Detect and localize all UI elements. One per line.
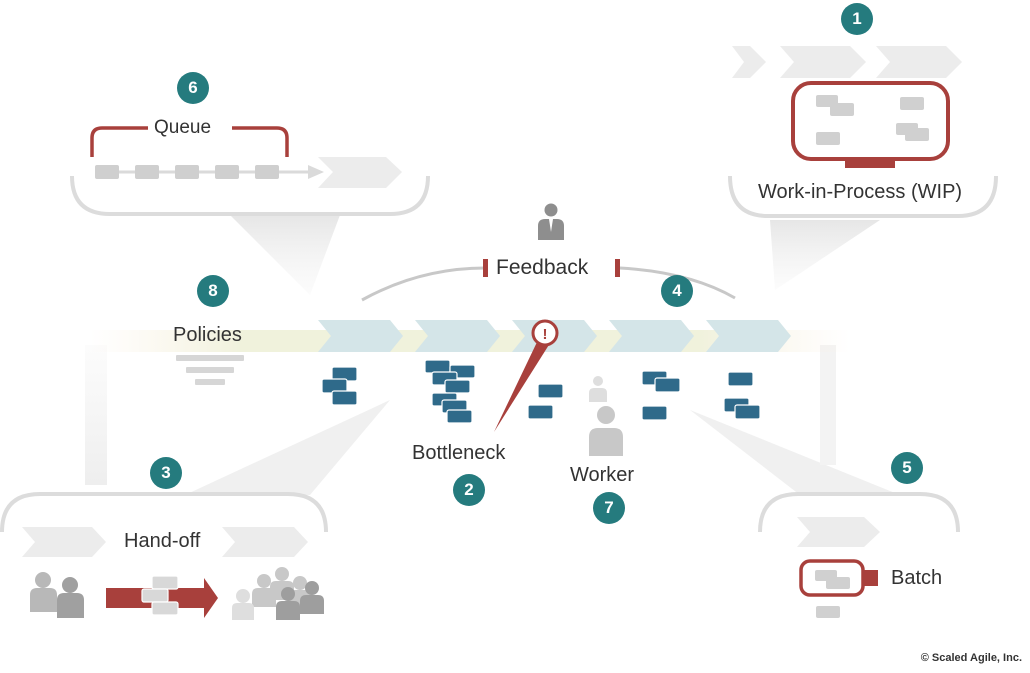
person-icon: [30, 572, 57, 612]
queue-callout: [70, 126, 430, 216]
queue-label: Queue: [154, 117, 212, 138]
arrow-icon: [308, 165, 324, 179]
handoff-label: Hand-off: [124, 530, 201, 552]
chevron-icon: [780, 46, 866, 78]
badge-wip: 1: [841, 3, 873, 35]
person-icon: [300, 581, 324, 614]
chevron-icon: [706, 320, 791, 352]
handoff-callout: [0, 492, 328, 620]
badge-policies: 8: [197, 275, 229, 307]
chevron-icon: [797, 517, 880, 547]
alert-icon: [531, 319, 559, 347]
feedback-label: Feedback: [496, 256, 589, 279]
callout-pointers: [85, 215, 900, 495]
worker-label: Worker: [570, 464, 635, 486]
batch-callout: [758, 492, 960, 618]
badge-bottleneck: 2: [453, 474, 485, 506]
badge-feedback: 4: [661, 275, 693, 307]
person-icon: [538, 203, 564, 240]
person-icon: [589, 406, 623, 456]
chevron-icon: [609, 320, 694, 352]
work-items: [321, 359, 761, 424]
chevron-icon: [876, 46, 962, 78]
person-icon: [232, 589, 254, 620]
chevron-icon: [318, 157, 402, 188]
person-icon: [276, 587, 300, 620]
chevron-icon: [318, 320, 403, 352]
bottleneck-pointer: !: [494, 319, 559, 432]
policies-label: Policies: [173, 324, 242, 346]
person-icon: [589, 376, 607, 402]
copyright-notice: © Scaled Agile, Inc.: [920, 652, 1022, 664]
badge-handoff: 3: [150, 457, 182, 489]
funnel-icon: [176, 355, 244, 385]
person-icon: [252, 574, 276, 607]
chevron-icon: [22, 527, 106, 557]
bottleneck-alert-mark: !: [543, 326, 548, 343]
chevron-icon: [732, 46, 766, 78]
badge-queue: 6: [177, 72, 209, 104]
bottleneck-label: Bottleneck: [412, 442, 506, 464]
wip-callout: [728, 46, 998, 218]
badge-batch: 5: [891, 452, 923, 484]
flow-chevrons: [318, 320, 791, 352]
chevron-icon: [222, 527, 308, 557]
wip-label: Work-in-Process (WIP): [758, 181, 963, 203]
chevron-icon: [415, 320, 500, 352]
batch-label: Batch: [891, 567, 943, 589]
worker-figures: [589, 376, 623, 456]
badge-worker: 7: [593, 492, 625, 524]
person-icon: [57, 577, 84, 618]
